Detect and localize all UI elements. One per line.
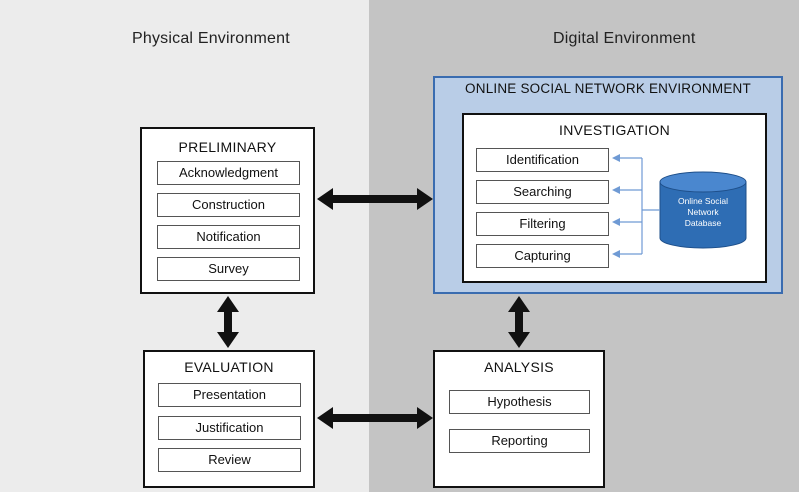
evaluation-box: EVALUATION Presentation Justification Re… xyxy=(143,350,315,488)
database-connector-lines xyxy=(618,157,660,255)
database-label-line: Database xyxy=(684,218,722,228)
evaluation-analysis-arrow xyxy=(317,407,433,429)
osn-analysis-arrow xyxy=(508,296,530,348)
database-label: Online Social Network Database xyxy=(661,196,745,229)
evaluation-item: Presentation xyxy=(158,383,301,407)
analysis-item: Reporting xyxy=(449,429,590,453)
analysis-box: ANALYSIS Hypothesis Reporting xyxy=(433,350,605,488)
preliminary-title: PRELIMINARY xyxy=(178,139,277,155)
osn-environment-title: ONLINE SOCIAL NETWORK ENVIRONMENT xyxy=(465,81,751,96)
database-label-line: Online Social xyxy=(677,196,729,206)
database-label-line: Network xyxy=(687,207,719,217)
evaluation-title: EVALUATION xyxy=(184,359,274,375)
preliminary-evaluation-arrow xyxy=(217,296,239,348)
preliminary-item: Survey xyxy=(157,257,300,281)
evaluation-item: Justification xyxy=(158,416,301,440)
preliminary-item: Notification xyxy=(157,225,300,249)
analysis-title: ANALYSIS xyxy=(484,359,554,375)
preliminary-item: Acknowledgment xyxy=(157,161,300,185)
investigation-item: Searching xyxy=(476,180,609,204)
investigation-title: INVESTIGATION xyxy=(559,122,670,138)
preliminary-item: Construction xyxy=(157,193,300,217)
investigation-item: Filtering xyxy=(476,212,609,236)
investigation-item: Capturing xyxy=(476,244,609,268)
evaluation-item: Review xyxy=(158,448,301,472)
analysis-item: Hypothesis xyxy=(449,390,590,414)
connector-arrowheads xyxy=(612,154,620,258)
physical-environment-title: Physical Environment xyxy=(132,30,290,47)
preliminary-box: PRELIMINARY Acknowledgment Construction … xyxy=(140,127,315,294)
investigation-item: Identification xyxy=(476,148,609,172)
database-icon xyxy=(659,171,747,249)
digital-environment-title: Digital Environment xyxy=(553,30,696,47)
preliminary-investigation-arrow xyxy=(317,188,433,210)
